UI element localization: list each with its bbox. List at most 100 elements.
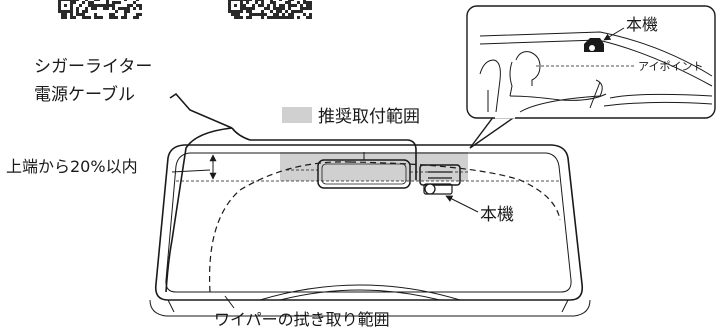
qr-module xyxy=(261,10,264,13)
qr-module xyxy=(88,1,91,4)
qr-module xyxy=(64,13,67,16)
qr-module xyxy=(115,16,118,19)
qr-module xyxy=(76,0,79,1)
qr-module xyxy=(130,4,133,7)
qr-module xyxy=(240,1,243,4)
qr-module xyxy=(103,7,106,10)
qr-module xyxy=(291,13,294,16)
qr-module xyxy=(246,1,249,4)
qr-module xyxy=(82,13,85,16)
qr-module xyxy=(124,16,127,19)
qr-module xyxy=(133,1,136,4)
recommended-area-legend-label: 推奨取付範囲 xyxy=(318,107,420,127)
device-label: 本機 xyxy=(480,205,514,225)
qr-module xyxy=(267,7,270,10)
qr-module xyxy=(309,13,312,16)
qr-module xyxy=(139,7,142,10)
qr-module xyxy=(258,0,261,1)
qr-module xyxy=(79,4,82,7)
qr-module xyxy=(267,16,270,19)
qr-module xyxy=(300,7,303,10)
qr-module xyxy=(246,0,249,1)
qr-module xyxy=(255,13,258,16)
top-margin-label: 上端から20%以内 xyxy=(6,157,138,176)
qr-module xyxy=(61,13,64,16)
qr-code-right-icon xyxy=(228,0,312,19)
qr-module xyxy=(61,10,64,13)
qr-module xyxy=(228,1,231,4)
qr-module xyxy=(258,13,261,16)
qr-module xyxy=(273,7,276,10)
qr-module xyxy=(109,16,112,19)
qr-module xyxy=(288,16,291,19)
qr-module xyxy=(291,10,294,13)
qr-module xyxy=(64,16,67,19)
qr-module xyxy=(70,10,73,13)
qr-module xyxy=(112,16,115,19)
qr-module xyxy=(234,13,237,16)
qr-module xyxy=(76,10,79,13)
qr-module xyxy=(291,4,294,7)
qr-module xyxy=(85,7,88,10)
qr-module xyxy=(249,0,252,1)
qr-module xyxy=(294,4,297,7)
qr-module xyxy=(279,10,282,13)
qr-module xyxy=(279,4,282,7)
qr-module xyxy=(285,10,288,13)
qr-module xyxy=(297,1,300,4)
qr-module xyxy=(91,4,94,7)
qr-module xyxy=(124,7,127,10)
qr-module xyxy=(73,0,76,1)
qr-module xyxy=(82,1,85,4)
qr-module xyxy=(306,7,309,10)
qr-module xyxy=(88,4,91,7)
qr-module xyxy=(228,7,231,10)
qr-module xyxy=(234,10,237,13)
qr-module xyxy=(133,7,136,10)
qr-module xyxy=(64,0,67,1)
power-cable-route xyxy=(165,127,417,293)
qr-module xyxy=(240,16,243,19)
qr-module xyxy=(252,7,255,10)
qr-module xyxy=(270,0,273,1)
qr-module xyxy=(237,10,240,13)
steering-wheel-arc xyxy=(259,284,461,301)
qr-module xyxy=(273,4,276,7)
qr-module xyxy=(58,0,61,1)
qr-module xyxy=(240,7,243,10)
qr-module xyxy=(288,7,291,10)
qr-module xyxy=(261,13,264,16)
qr-module xyxy=(288,1,291,4)
qr-module xyxy=(133,16,136,19)
qr-module xyxy=(264,7,267,10)
qr-module xyxy=(282,13,285,16)
qr-module xyxy=(67,0,70,1)
qr-module xyxy=(64,4,67,7)
qr-module xyxy=(261,16,264,19)
qr-module xyxy=(291,0,294,1)
qr-module xyxy=(246,16,249,19)
recommended-area-legend-swatch xyxy=(282,107,312,123)
windshield-outer-frame xyxy=(154,144,584,301)
power-cable-leader xyxy=(169,92,233,129)
qr-module xyxy=(70,1,73,4)
inset-pointer xyxy=(469,115,519,149)
qr-module xyxy=(127,4,130,7)
qr-module xyxy=(243,4,246,7)
qr-module xyxy=(258,4,261,7)
wiper-area-leader xyxy=(224,295,235,309)
qr-module xyxy=(309,7,312,10)
qr-module xyxy=(70,13,73,16)
qr-module xyxy=(234,0,237,1)
qr-module xyxy=(73,1,76,4)
qr-module xyxy=(279,16,282,19)
qr-module xyxy=(231,13,234,16)
qr-module xyxy=(124,0,127,1)
inset-interior-drawing xyxy=(479,31,713,113)
qr-module xyxy=(273,1,276,4)
power-cable-label-line1: シガーライター xyxy=(34,57,152,77)
qr-module xyxy=(91,1,94,4)
qr-module xyxy=(306,16,309,19)
qr-module xyxy=(309,1,312,4)
qr-module xyxy=(106,0,109,1)
